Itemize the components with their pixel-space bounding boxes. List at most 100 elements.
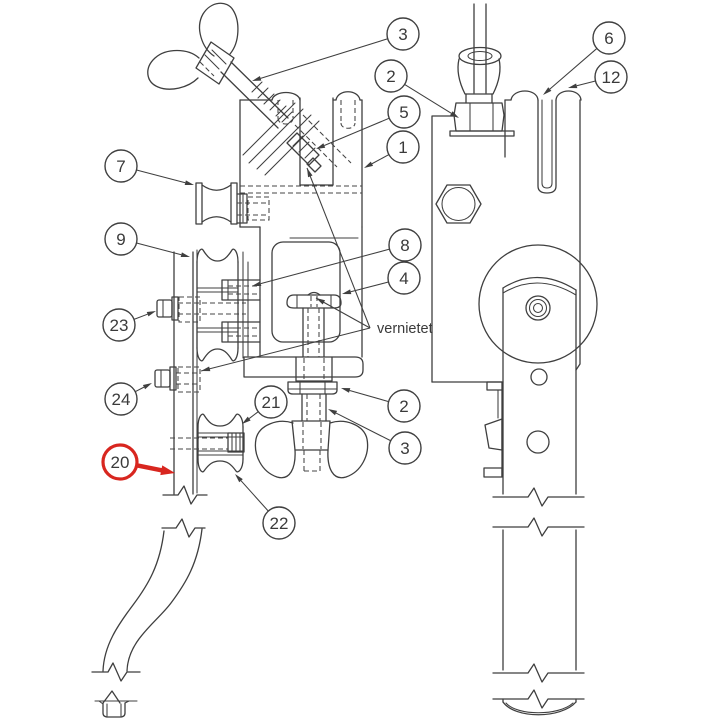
- callout-3: 3: [328, 409, 422, 465]
- front-view: [91, 2, 369, 718]
- callout-arrow-24: [142, 383, 152, 390]
- callout-number-5: 5: [399, 103, 408, 122]
- clamp-bolt-upper: [156, 296, 246, 323]
- callout-number-2: 2: [399, 397, 408, 416]
- callout-leader-21: [248, 411, 259, 419]
- callout-8: 8: [252, 228, 422, 286]
- riveted-note: vernietet: [377, 321, 433, 337]
- callout-5: 5: [316, 95, 421, 149]
- side-plate: [431, 90, 582, 383]
- callout-leader-8: [260, 248, 390, 285]
- grooved-roller-upper: [196, 248, 261, 362]
- callout-number-3: 3: [400, 439, 409, 458]
- callout-number-4: 4: [399, 269, 408, 288]
- callout-leader-5: [324, 117, 390, 146]
- callout-leader-3: [335, 412, 391, 442]
- side-clip: [483, 381, 503, 478]
- callout-arrow-21: [242, 416, 251, 424]
- callout-arrow-4: [342, 289, 352, 295]
- callout-leader-12: [576, 80, 596, 87]
- rivet-upper: [221, 279, 261, 301]
- callout-balloon: [102, 308, 136, 342]
- riveted-leader-1: [315, 297, 371, 329]
- callout-number-1: 1: [398, 138, 407, 157]
- callout-number-7: 7: [116, 157, 125, 176]
- callout-24: 24: [104, 382, 152, 416]
- callout-arrow-12: [568, 83, 578, 89]
- callout-arrow-2: [450, 111, 459, 118]
- pressure-pin: [286, 132, 322, 173]
- callout-21: 21: [242, 385, 288, 424]
- callout-arrow-3: [252, 76, 262, 81]
- callout-number-21: 21: [262, 393, 281, 412]
- callout-leader-7: [136, 169, 186, 184]
- callout-leader-2: [349, 389, 389, 403]
- callout-number-3: 3: [398, 25, 407, 44]
- callout-balloon: [388, 228, 422, 262]
- clamp-bracket: [243, 226, 364, 382]
- callout-number-8: 8: [400, 236, 409, 255]
- callout-leader-1: [371, 154, 390, 165]
- wing-screw: [147, 2, 293, 129]
- callout-12: 12: [568, 60, 628, 94]
- riveted-arrow-0: [307, 168, 313, 178]
- callout-1: 1: [364, 130, 420, 168]
- riveted-leader-2: [200, 327, 371, 372]
- callout-leader-23: [133, 313, 148, 320]
- callout-balloon: [374, 59, 408, 93]
- callout-arrow-20: [160, 465, 175, 476]
- callout-number-2: 2: [386, 67, 395, 86]
- callout-number-22: 22: [270, 514, 289, 533]
- callout-arrow-7: [184, 180, 194, 186]
- callout-arrow-6: [543, 87, 552, 95]
- riveted-note-leaders: [200, 167, 371, 372]
- callout-balloon: [386, 130, 420, 164]
- callout-balloon: [387, 389, 421, 423]
- callout-balloon: [254, 385, 288, 419]
- callout-arrow-23: [146, 311, 156, 317]
- callout-balloon: [388, 431, 422, 465]
- callout-balloon: [104, 382, 138, 416]
- callout-arrow-22: [235, 474, 243, 483]
- callout-arrow-3: [328, 409, 338, 416]
- callout-number-6: 6: [604, 29, 613, 48]
- callout-arrow-2: [341, 388, 351, 393]
- callout-balloon: [594, 60, 628, 94]
- callout-number-20: 20: [111, 453, 130, 472]
- highlight-balloon: [101, 443, 139, 481]
- callout-4: 4: [342, 261, 421, 295]
- side-rail: [492, 287, 585, 716]
- callout-balloon: [262, 506, 296, 540]
- callout-leader-3: [260, 38, 388, 79]
- callout-number-24: 24: [112, 390, 131, 409]
- pulley: [478, 244, 598, 364]
- clamp-body: [239, 91, 363, 239]
- callout-arrow-1: [364, 161, 374, 168]
- callout-balloon: [387, 261, 421, 295]
- callout-leader-9: [136, 242, 182, 256]
- callout-6: 6: [543, 21, 626, 95]
- callout-arrow-9: [180, 252, 190, 258]
- callout-22: 22: [235, 474, 296, 540]
- callout-arrow-5: [316, 143, 326, 149]
- callout-20: 20: [101, 443, 175, 481]
- callout-2: 2: [341, 388, 421, 423]
- guide-roller-top: [195, 182, 270, 225]
- callout-balloon: [386, 17, 420, 51]
- callout-leader-22: [240, 480, 269, 512]
- riveted-leader-0: [306, 167, 371, 329]
- callout-arrow-8: [252, 281, 262, 286]
- grooved-roller-lower: [170, 413, 245, 473]
- callout-leader-2: [404, 83, 452, 114]
- pressure-screw-assembly: [254, 291, 369, 479]
- callout-number-23: 23: [110, 316, 129, 335]
- callout-leader-6: [549, 48, 598, 90]
- callout-balloon: [387, 95, 421, 129]
- clamp-bolt-lower: [154, 366, 201, 393]
- hex-bolt-head: [435, 184, 482, 224]
- callout-balloon: [592, 21, 626, 55]
